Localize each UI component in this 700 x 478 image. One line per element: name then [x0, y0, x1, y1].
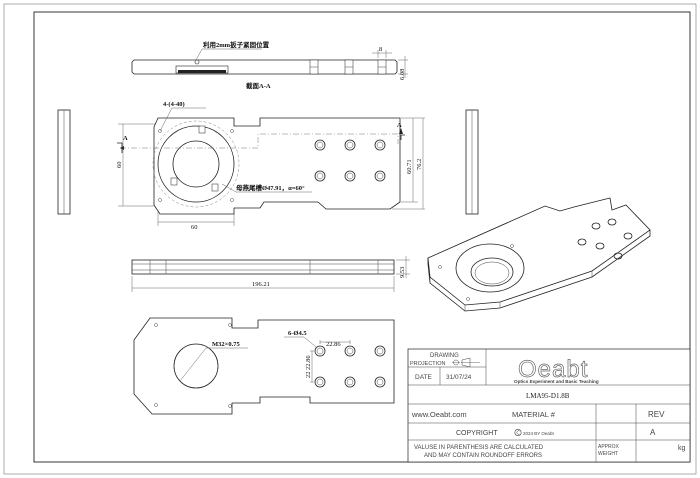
weight-label: WEIGHT: [598, 451, 618, 457]
projection-label: PROJECTION: [410, 361, 445, 367]
dim-top-height-inner: 60.71: [406, 159, 413, 174]
bottom-view: M32×0.75 6-Ø4.5 22.86 22.86 22: [133, 317, 395, 415]
side-plate-outline: [131, 259, 395, 275]
dim-top-height-total: 76.2: [416, 159, 423, 170]
top-plate-outline: [153, 117, 401, 215]
drawing-label: DRAWING: [430, 353, 459, 359]
iso-bore-inner: [470, 257, 514, 287]
part-number: LMA95-D1.8B: [526, 392, 570, 400]
title-block: DRAWING PROJECTION DATE 31/07/24 Oeabt O…: [407, 348, 691, 463]
thread-bore: [173, 343, 219, 389]
dim-height: 9.53: [399, 267, 406, 278]
wrench-position-note: 利用2mm扳子紧固位置: [203, 40, 270, 49]
dim-pitch-y: 22.86: [305, 355, 312, 370]
dim-8: 8: [379, 46, 382, 53]
rev-label: REV: [648, 410, 665, 419]
iso-hole-grid: [577, 218, 633, 260]
copyright-year: 2024 BY Oeabt: [523, 431, 554, 436]
bottom-plate-outline: [133, 317, 395, 415]
iso-bore-outer: [455, 243, 525, 293]
section-caption: 截面A-A: [246, 81, 271, 90]
outer-border: [3, 3, 697, 475]
date-value: 31/07/24: [446, 374, 472, 381]
bottom-hole-grid: [314, 345, 386, 388]
dim-top-width: 60: [191, 224, 198, 231]
rev-value: A: [650, 428, 656, 437]
side-view: 196.21 9.53: [131, 256, 410, 292]
projection-symbol: [452, 357, 480, 368]
dovetail-note: 母燕尾槽Ø47.91，α=60°: [236, 183, 305, 192]
inner-border: [33, 11, 691, 463]
section-marker-right: A: [397, 122, 402, 129]
website: www.Oeabt.com: [411, 410, 467, 419]
dim-top-height-left: 60: [116, 162, 123, 169]
logo-wordmark: Oeabt: [518, 356, 588, 383]
copyright-icon: [514, 428, 522, 436]
tapped-holes-note: 4-(4-40): [163, 101, 185, 108]
disclaimer-line2: AND MAY CONTAIN ROUNDOFF ERRORS: [424, 453, 542, 459]
approx-label: APPROX: [598, 444, 620, 450]
material-label: MATERIAL #: [512, 410, 556, 419]
iso-top-face: [427, 197, 651, 306]
disclaimer-line1: VALUSE IN PARENTHESIS ARE CALCULATED: [414, 445, 544, 451]
date-label: DATE: [415, 374, 433, 381]
top-hole-grid: [314, 139, 386, 182]
isometric-view: [427, 197, 651, 312]
weight-unit: kg: [678, 445, 686, 452]
logo-subtitle: Optics Experiment and Basic Teaching: [514, 379, 599, 384]
section-marker-left: A: [123, 135, 128, 142]
dim-pitch-x: 22.86: [326, 341, 341, 348]
mount-bore-inner: [172, 140, 220, 188]
section-view: 利用2mm扳子紧固位置 8 6.08 截面A-A: [131, 40, 408, 90]
dim-thickness: 6.08: [399, 69, 406, 80]
mount-bore-outer: [157, 125, 235, 203]
copyright-label: COPYRIGHT: [456, 430, 498, 437]
thread-note: M32×0.75: [212, 341, 240, 348]
dim-length: 196.21: [252, 281, 270, 288]
top-view: A A 4-(4-40) 60 60 60.71 76.2 母燕尾槽Ø47.91…: [116, 101, 425, 231]
company-logo: Oeabt Optics Experiment and Basic Teachi…: [514, 356, 599, 384]
dim-edge: 22: [305, 372, 312, 379]
bottom-holes-note: 6-Ø4.5: [288, 330, 307, 337]
